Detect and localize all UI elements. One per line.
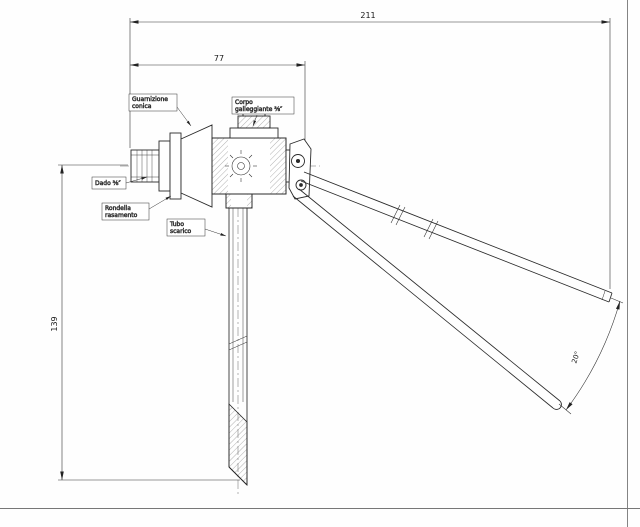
dimension-211 — [129, 18, 611, 289]
label-box — [128, 93, 178, 112]
callouts: Guarnizione conica Corpo galleggiante ⅜″… — [91, 93, 295, 237]
leader-line — [125, 176, 148, 184]
shim-washers — [158, 132, 182, 200]
leader-line — [148, 195, 172, 210]
callout-gasket: Guarnizione conica — [128, 93, 192, 127]
label-box — [101, 202, 150, 221]
label-box — [91, 176, 127, 190]
angle-dimension — [558, 297, 624, 415]
label-gasket-line2: conica — [132, 103, 152, 110]
inlet-shank — [130, 149, 160, 183]
angle-extension-line — [558, 403, 572, 415]
callout-float-body: Corpo galleggiante ⅜″ — [231, 96, 295, 127]
valve-internals — [225, 150, 257, 182]
lever-bracket — [288, 138, 312, 200]
callout-nut: Dado ⅜″ — [91, 176, 148, 190]
leader-line — [204, 228, 227, 237]
pivot-pin-lower — [299, 183, 303, 187]
label-gasket-line1: Guarnizione — [132, 96, 168, 103]
label-body-line1: Corpo — [235, 99, 253, 106]
label-box — [231, 96, 295, 115]
float-rod-lowered — [292, 188, 562, 410]
label-box — [166, 218, 206, 237]
dim-body-length-text: 77 — [214, 54, 224, 63]
dim-tube-height-text: 139 — [50, 316, 59, 331]
label-nut: Dado ⅜″ — [95, 180, 121, 187]
label-washer-line2: rasamento — [105, 212, 138, 219]
conical-gasket — [180, 124, 213, 208]
callout-tube: Tubo scarico — [166, 218, 227, 237]
dim-overall-length-text: 211 — [360, 11, 375, 20]
label-body-line2: galleggiante ⅜″ — [235, 106, 283, 113]
dimension-139 — [58, 164, 240, 481]
dimension-77 — [130, 61, 306, 141]
angle-text: 20° — [570, 350, 581, 364]
label-tube-line2: scarico — [170, 228, 192, 235]
label-washer-line1: Rondella — [105, 205, 131, 212]
angle-arc — [565, 300, 621, 411]
valve-assembly — [130, 109, 312, 209]
float-rod-raised — [300, 171, 613, 303]
label-tube-line1: Tubo — [169, 221, 184, 228]
leader-line — [176, 106, 192, 127]
leader-line — [252, 114, 258, 127]
pivot-pin-upper — [295, 158, 301, 164]
drain-tube — [228, 208, 248, 487]
rod-break-marks — [390, 204, 439, 240]
angle-extension-line — [610, 297, 624, 304]
callout-washer: Rondella rasamento — [101, 195, 172, 221]
